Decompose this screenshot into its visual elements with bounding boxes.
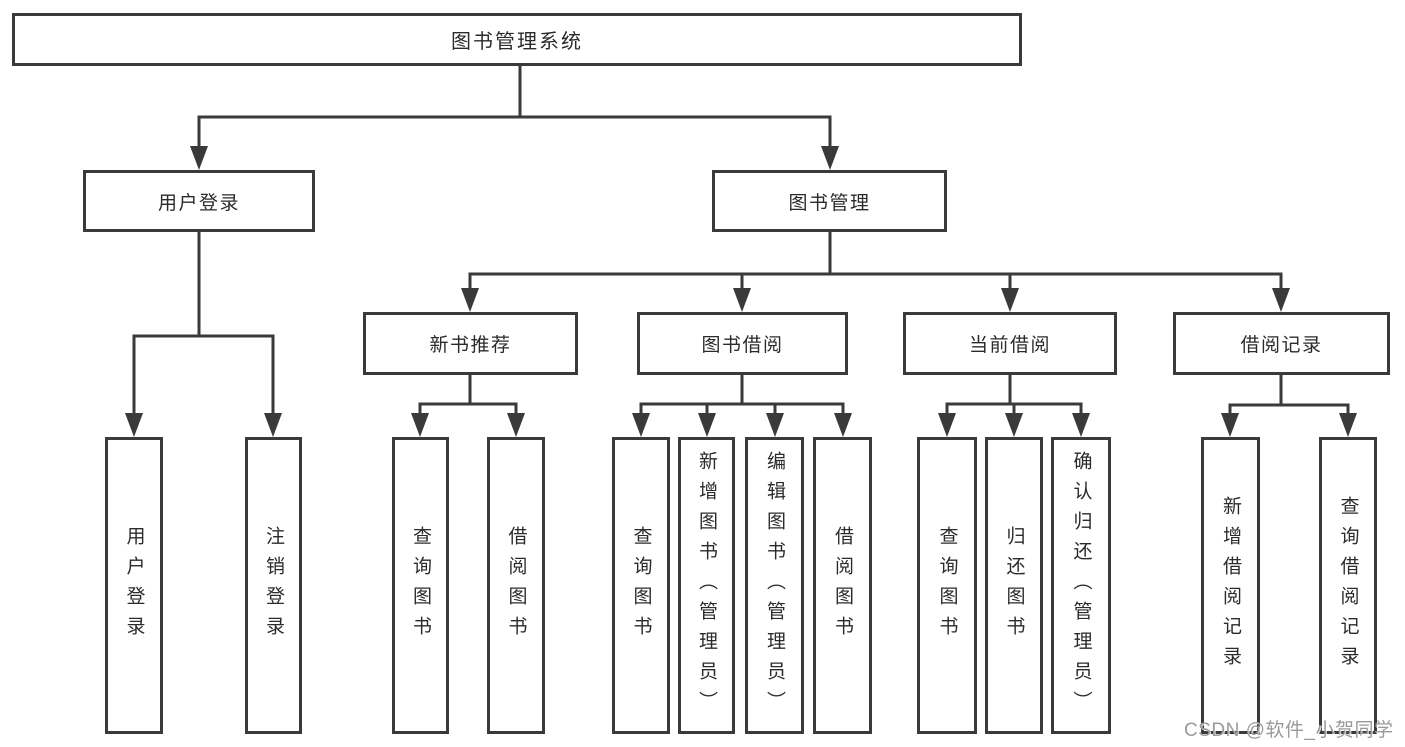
node-label: 图书借阅 <box>701 335 784 356</box>
node-label: 查询借阅记录 <box>1337 495 1359 676</box>
leaf-add-borrow-record: 新增借阅记录 <box>1201 437 1260 734</box>
connector-book-mgmt-to-level3 <box>461 232 1290 312</box>
node-label: 新书推荐 <box>429 335 512 356</box>
node-library-management-system: 图书管理系统 <box>12 13 1022 66</box>
leaf-add-books-admin: 新增图书（管理员） <box>678 437 735 734</box>
arrowhead-icon <box>632 413 650 437</box>
node-label: 注销登录 <box>263 525 284 646</box>
node-label: 编辑图书（管理员） <box>764 450 785 721</box>
node-book-borrowing: 图书借阅 <box>637 312 848 375</box>
node-label: 确认归还（管理员） <box>1070 450 1092 721</box>
arrowhead-icon <box>190 146 208 170</box>
node-label: 归还图书 <box>1003 525 1025 646</box>
arrowhead-icon <box>821 146 839 170</box>
arrowhead-icon <box>1072 413 1090 437</box>
connector-root-to-level2 <box>190 66 839 170</box>
node-label: 查询图书 <box>630 525 652 646</box>
node-label: 查询图书 <box>936 525 958 646</box>
node-label: 借阅记录 <box>1240 335 1323 356</box>
connector-borrow-records-to-children <box>1221 375 1357 437</box>
arrowhead-icon <box>1339 413 1357 437</box>
leaf-return-books: 归还图书 <box>985 437 1043 734</box>
arrowhead-icon <box>264 413 282 437</box>
arrowhead-icon <box>938 413 956 437</box>
arrowhead-icon <box>766 413 784 437</box>
arrowhead-icon <box>834 413 852 437</box>
node-label: 图书管理 <box>788 192 871 214</box>
node-label: 新增借阅记录 <box>1220 495 1241 676</box>
arrowhead-icon <box>1001 288 1019 312</box>
connector-line <box>468 232 1283 291</box>
leaf-borrow-books: 借阅图书 <box>813 437 872 734</box>
leaf-confirm-return-admin: 确认归还（管理员） <box>1051 437 1111 734</box>
connector-current-borrow-to-children <box>938 375 1090 437</box>
leaf-borrow-books-recommend: 借阅图书 <box>487 437 545 734</box>
arrowhead-icon <box>461 288 479 312</box>
arrowhead-icon <box>125 413 143 437</box>
arrowhead-icon <box>1221 413 1239 437</box>
arrowhead-icon <box>507 413 525 437</box>
arrowhead-icon <box>698 413 716 437</box>
connector-user-login-to-children <box>125 232 282 437</box>
leaf-edit-books-admin: 编辑图书（管理员） <box>745 437 804 734</box>
node-current-borrowing: 当前借阅 <box>903 312 1117 375</box>
leaf-logout-login: 注销登录 <box>245 437 302 734</box>
connector-line <box>639 375 845 415</box>
node-label: 当前借阅 <box>968 335 1051 356</box>
node-label: 借阅图书 <box>832 525 853 646</box>
node-label: 查询图书 <box>410 525 431 646</box>
node-borrowing-records: 借阅记录 <box>1173 312 1390 375</box>
leaf-query-books-current: 查询图书 <box>917 437 977 734</box>
node-book-management: 图书管理 <box>712 170 947 232</box>
leaf-query-books-recommend: 查询图书 <box>392 437 449 734</box>
connector-line <box>945 375 1083 415</box>
node-label: 图书管理系统 <box>451 31 583 53</box>
connector-line <box>197 66 832 148</box>
leaf-query-books-borrow: 查询图书 <box>612 437 670 734</box>
connector-new-book-rec-to-children <box>411 375 525 437</box>
csdn-watermark: CSDN @软件_小贺同学 <box>1184 720 1394 741</box>
leaf-user-login: 用户登录 <box>105 437 163 734</box>
node-user-login: 用户登录 <box>83 170 315 232</box>
arrowhead-icon <box>1005 413 1023 437</box>
node-label: 借阅图书 <box>505 525 527 646</box>
node-new-book-recommendation: 新书推荐 <box>363 312 578 375</box>
node-label: 用户登录 <box>123 525 145 646</box>
arrowhead-icon <box>411 413 429 437</box>
connector-line <box>132 232 275 415</box>
connector-line <box>1228 375 1350 415</box>
leaf-query-borrow-record: 查询借阅记录 <box>1319 437 1377 734</box>
connector-book-borrow-to-children <box>632 375 852 437</box>
arrowhead-icon <box>1272 288 1290 312</box>
arrowhead-icon <box>733 288 751 312</box>
node-label: 新增图书（管理员） <box>696 450 717 721</box>
connector-line <box>418 375 518 415</box>
node-label: 用户登录 <box>157 192 240 214</box>
